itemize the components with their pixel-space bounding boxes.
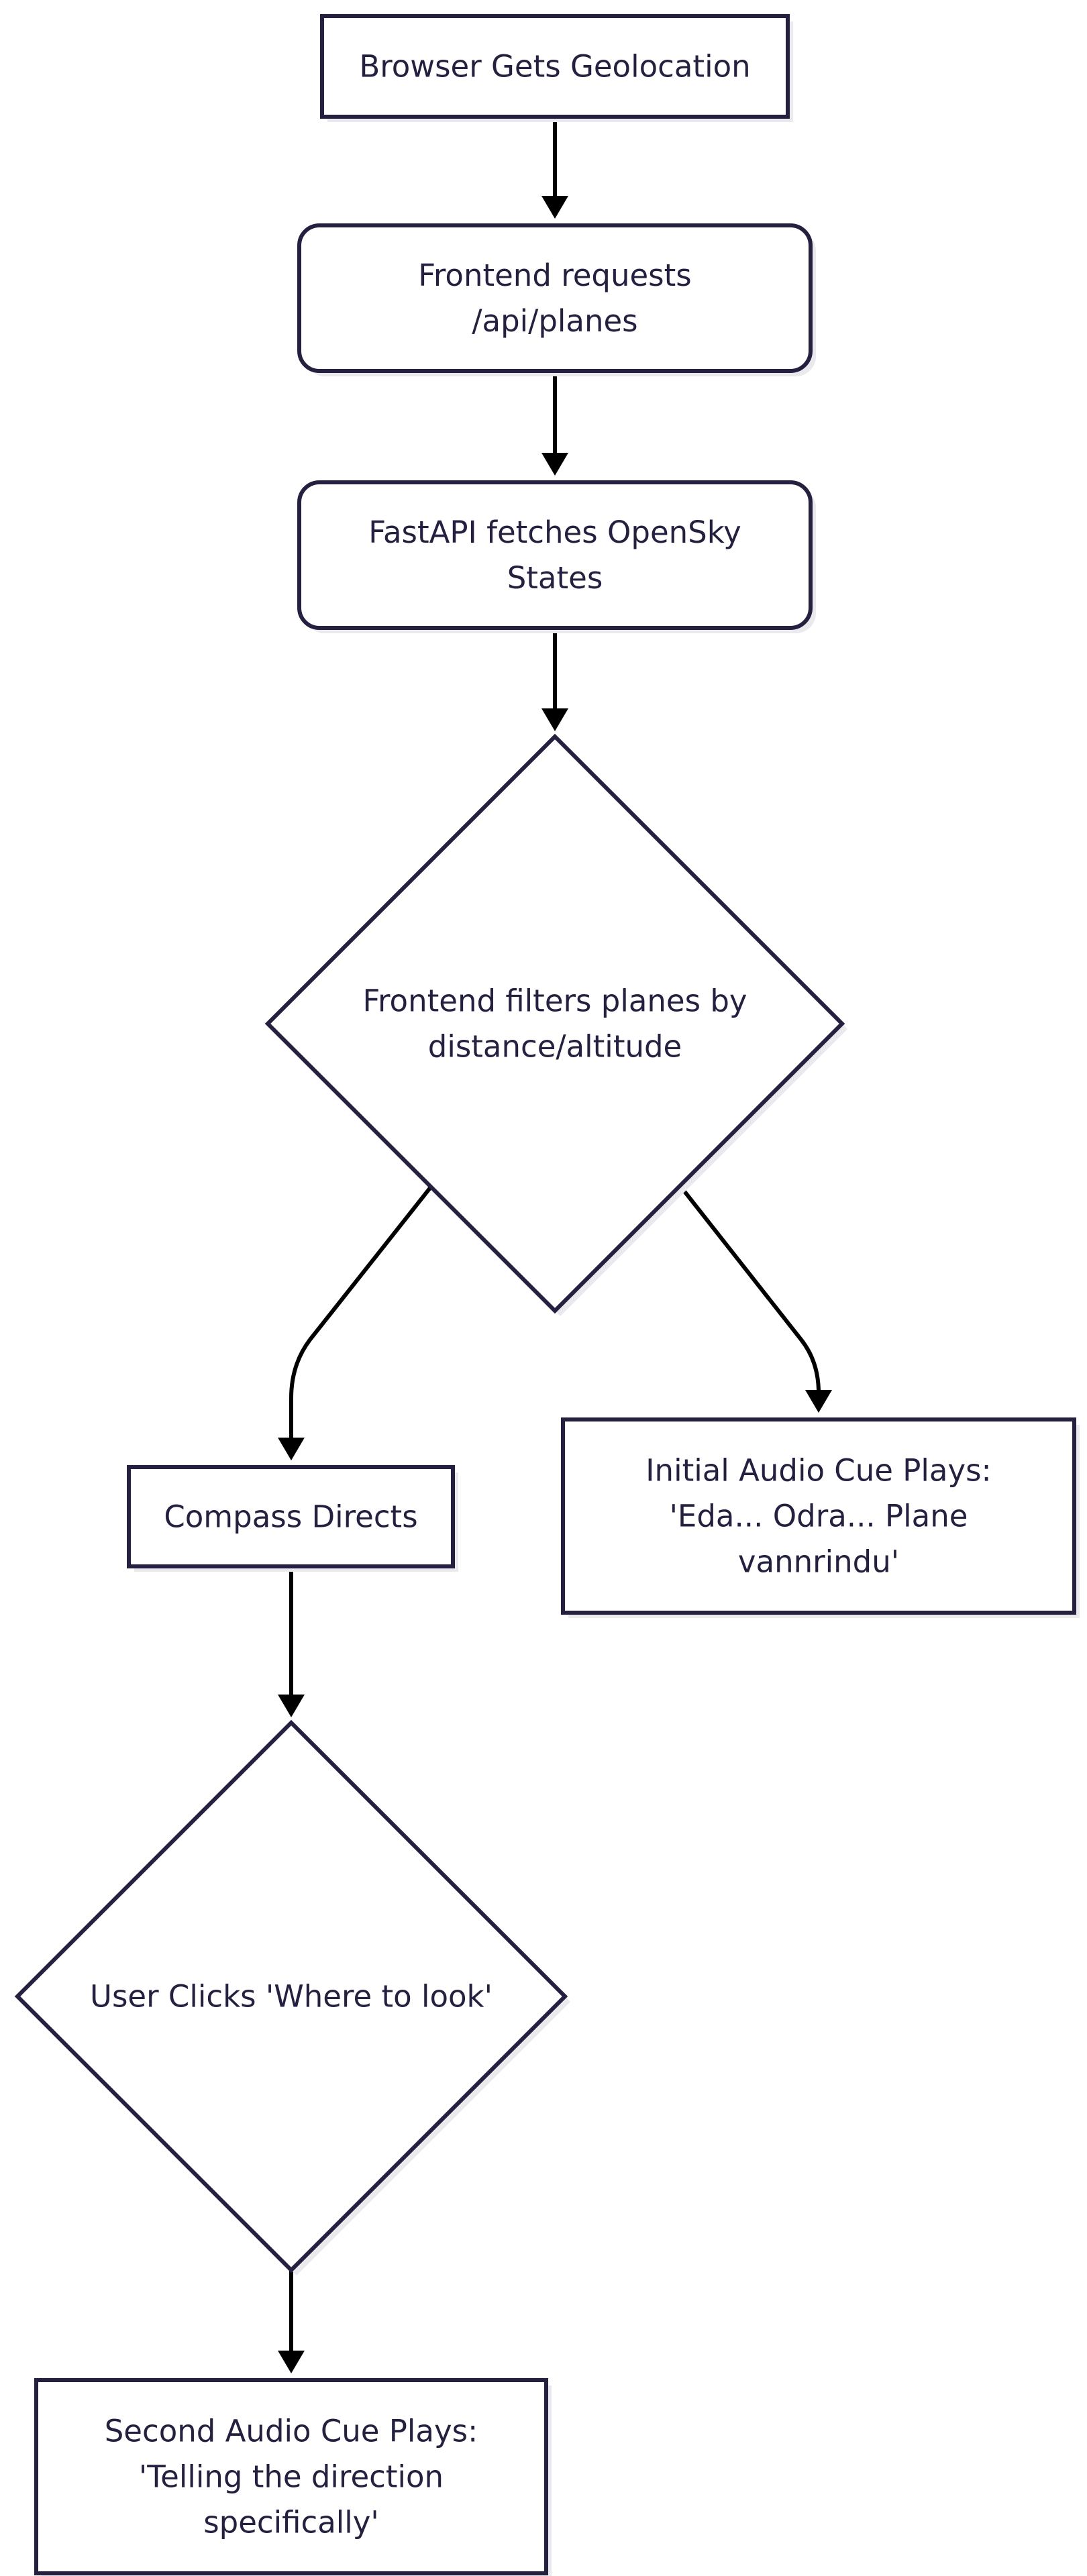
- decision-diamond: [264, 733, 845, 1314]
- edge-compass-to-clicks: [278, 1566, 305, 1717]
- node-label-line: States: [507, 560, 603, 596]
- node-label-line: Compass Directs: [164, 1499, 417, 1535]
- node-user-clicks: User Clicks 'Where to look': [14, 1719, 570, 2275]
- arrow-head: [541, 708, 568, 731]
- node-box: [561, 1417, 1076, 1615]
- node-browser-geolocation: Browser Gets Geolocation: [320, 14, 793, 122]
- edge-filters-to-compass: [278, 1184, 434, 1460]
- node-compass-directs: Compass Directs: [127, 1465, 458, 1572]
- node-label-line: User Clicks 'Where to look': [90, 1979, 493, 2015]
- edge-fetches-to-filters: [541, 628, 568, 731]
- edge-clicks-to-second: [278, 2270, 305, 2373]
- edge-geolocation-to-requests: [541, 117, 568, 219]
- node-label-line: Frontend requests: [418, 258, 691, 293]
- node-label-line: FastAPI fetches OpenSky: [368, 515, 741, 550]
- node-box: [320, 14, 790, 119]
- node-label-line: vannrindu': [738, 1544, 899, 1580]
- node-frontend-filters: Frontend filters planes by distance/altit…: [264, 733, 847, 1316]
- node-label-line: Initial Audio Cue Plays:: [645, 1453, 991, 1489]
- node-initial-audio: Initial Audio Cue Plays: 'Eda... Odra... …: [561, 1417, 1080, 1618]
- arrow-head: [278, 1438, 305, 1460]
- node-frontend-requests: Frontend requests/api/planes: [297, 223, 816, 376]
- node-box: [127, 1465, 455, 1568]
- decision-diamond: [14, 1719, 568, 2273]
- arrow-head: [278, 2351, 305, 2373]
- edge-filters-to-audio: [678, 1184, 832, 1413]
- edge-requests-to-fetches: [541, 371, 568, 476]
- node-label-line: 'Eda... Odra... Plane: [670, 1499, 968, 1534]
- node-label-line: /api/planes: [472, 303, 637, 339]
- arrow-head: [541, 453, 568, 476]
- node-box: [297, 223, 813, 373]
- edges-layer: [278, 117, 832, 2373]
- edge-line: [678, 1184, 821, 1394]
- node-box: [34, 2378, 548, 2575]
- node-label-line: distance/altitude: [428, 1029, 682, 1065]
- node-label-line: 'Telling the direction: [139, 2459, 444, 2495]
- node-label-line: Frontend filters planes by: [362, 983, 747, 1019]
- node-second-audio: Second Audio Cue Plays: 'Telling the dire…: [34, 2378, 552, 2576]
- node-box: [297, 480, 813, 630]
- arrow-head: [541, 196, 568, 219]
- arrow-head: [278, 1695, 305, 1717]
- arrow-head: [805, 1390, 832, 1413]
- edge-line: [289, 1184, 434, 1439]
- node-label-line: Browser Gets Geolocation: [359, 49, 750, 85]
- node-label-line: Second Audio Cue Plays:: [105, 2414, 478, 2449]
- node-label-line: specifically': [203, 2505, 379, 2540]
